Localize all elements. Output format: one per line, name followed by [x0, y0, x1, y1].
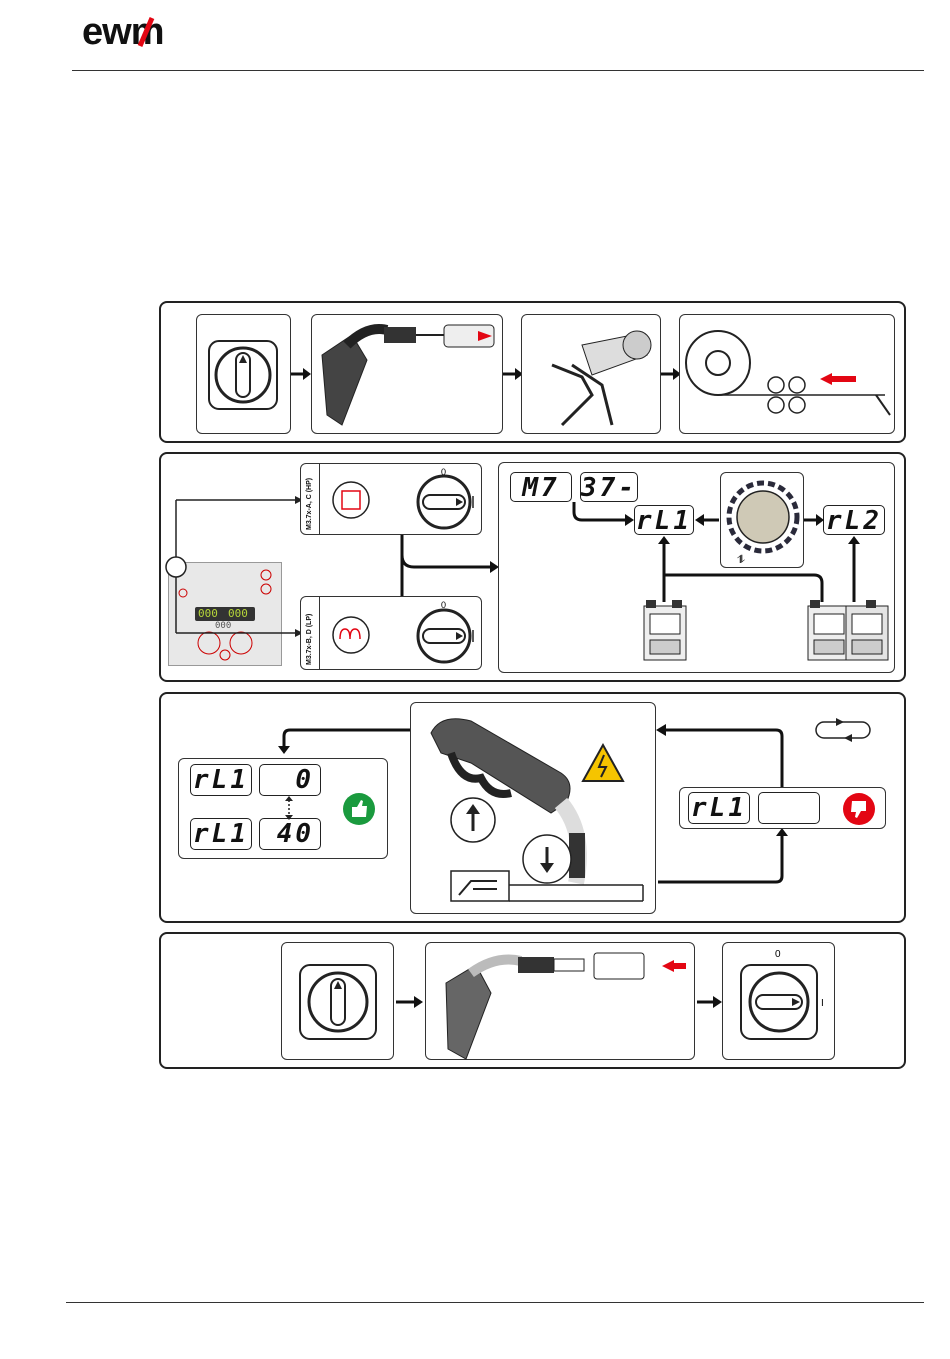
fail-rl1: rL1: [688, 792, 750, 824]
svg-text:0: 0: [775, 949, 781, 960]
header-rule: [72, 70, 924, 71]
power-switch-off-box-2: [281, 942, 394, 1060]
arrow-right-icon: [697, 992, 723, 1012]
wire-feeder-single-icon: [640, 598, 690, 664]
arrow-right-icon: [503, 364, 523, 384]
svg-text:I: I: [821, 998, 824, 1009]
torch-handle-icon: [411, 703, 657, 915]
svg-text:0: 0: [441, 600, 446, 610]
ewm-logo-text: ewm: [82, 11, 163, 53]
hp-model-box: M3.7x-A, C (HP) 0: [300, 463, 482, 535]
torch-trigger-box: [410, 702, 656, 914]
torch-nozzle-fit-box: [425, 942, 695, 1060]
wire-spool-box: [679, 314, 895, 434]
repeat-icon: [814, 718, 874, 742]
footer-rule: [66, 1302, 924, 1303]
merge-arrow-icon: [396, 535, 500, 597]
cycle-red-icon: [331, 480, 371, 520]
lp-model-label: M3.7x-B, D (LP): [306, 614, 313, 665]
main-switch-off-icon: [282, 943, 395, 1061]
red-arrow-icon: [662, 960, 674, 972]
ewm-logo: ewm: [82, 12, 212, 52]
arrow-right-icon: [661, 364, 681, 384]
welding-torch-icon: [312, 315, 504, 435]
arrow-right-icon: [291, 364, 311, 384]
thumbs-up-icon: [342, 792, 376, 826]
result-value-top: 0: [259, 764, 321, 796]
warning-high-voltage-icon: [583, 745, 623, 781]
lp-model-box: M3.7x-B, D (LP) 0: [300, 596, 482, 670]
main-switch-off-icon: [197, 315, 292, 435]
wire-cutter-icon: [522, 315, 662, 435]
double-arrow-icon: [282, 796, 296, 820]
welding-torch-icon: [426, 943, 696, 1061]
wire-cutter-box: [521, 314, 661, 434]
result-value-bottom: 40: [259, 818, 321, 850]
power-switch-off-box: [196, 314, 291, 434]
coil-red-icon: [331, 615, 371, 655]
torch-nozzle-remove-box: [311, 314, 503, 434]
arrow-right-icon: [396, 992, 424, 1012]
thumbs-down-icon: [842, 792, 876, 826]
arrow-to-result-icon: [276, 728, 416, 756]
power-switch-on-box: 0 I: [722, 942, 835, 1060]
hp-model-label: M3.7x-A, C (HP): [306, 478, 313, 530]
connector-lines: [163, 480, 303, 640]
result-rl1-top: rL1: [190, 764, 252, 796]
main-switch-on-icon: 0: [411, 599, 477, 665]
wire-spool-icon: [680, 315, 896, 435]
main-switch-on-icon: 0 I: [723, 943, 836, 1061]
result-rl1-bottom: rL1: [190, 818, 252, 850]
wire-feeder-double-icon: [806, 598, 894, 664]
fail-value: [758, 792, 820, 824]
main-switch-on-icon: 0: [411, 466, 477, 532]
